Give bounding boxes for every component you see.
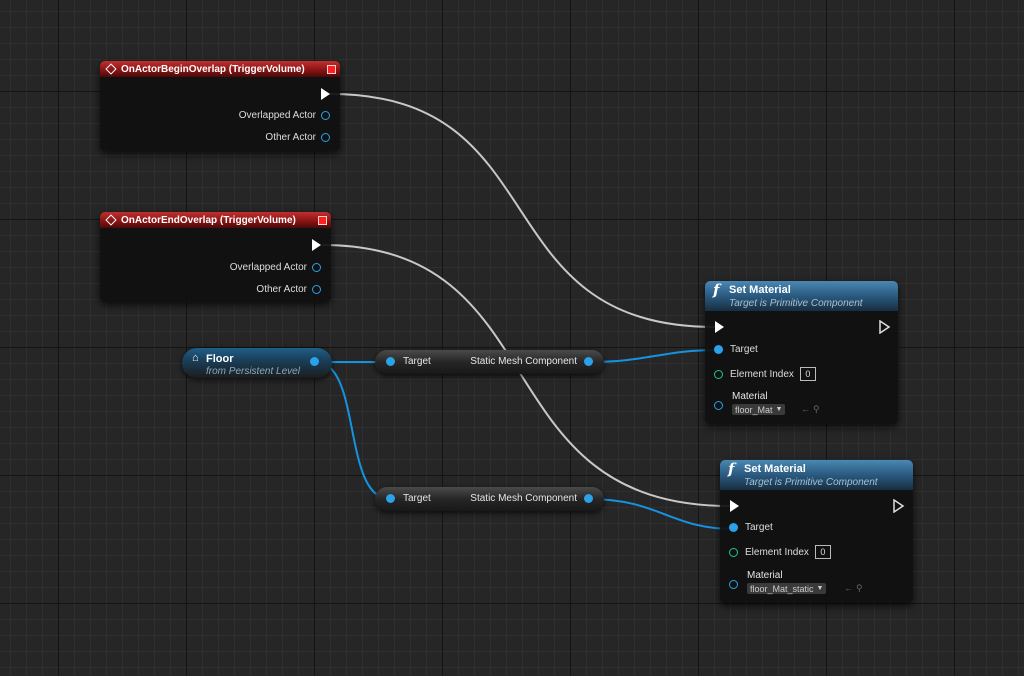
pin-label: Target [730, 344, 758, 355]
browse-asset-icon[interactable]: ⚲ [856, 583, 863, 593]
element-index-input[interactable]: 0 [814, 545, 831, 559]
chevron-down-icon: ▼ [775, 406, 783, 413]
object-pin-icon[interactable] [312, 263, 321, 272]
event-node-begin-overlap[interactable]: OnActorBeginOverlap (TriggerVolume) Over… [100, 61, 340, 151]
output-pin-other-actor[interactable]: Other Actor [265, 132, 330, 143]
object-pin-icon[interactable] [321, 111, 330, 120]
exec-output-pin[interactable] [321, 88, 330, 100]
function-node-header[interactable]: f Set Material Target is Primitive Compo… [720, 460, 913, 490]
function-title: Set Material [744, 463, 806, 475]
pin-label: Element Index [745, 546, 809, 558]
function-icon: f [713, 281, 720, 299]
material-asset-dropdown[interactable]: floor_Mat_static ▼ [747, 583, 827, 594]
event-title: OnActorEndOverlap (TriggerVolume) [121, 214, 296, 226]
target-input-row[interactable]: Target [729, 522, 773, 533]
pin-label: Element Index [730, 368, 794, 380]
exec-wire-begin [329, 93, 716, 328]
object-wire-floor-to-get2 [315, 361, 391, 500]
event-node-end-overlap[interactable]: OnActorEndOverlap (TriggerVolume) Overla… [100, 212, 331, 302]
function-subtitle: Target is Primitive Component [729, 298, 863, 309]
integer-pin-icon[interactable] [729, 547, 738, 557]
target-label: Target [403, 356, 431, 367]
material-value: floor_Mat [735, 404, 773, 415]
target-input-pin[interactable] [386, 494, 395, 503]
object-wire-get2-to-set2 [587, 498, 735, 530]
target-input-row[interactable]: Target [714, 344, 758, 355]
set-material-node-1[interactable]: f Set Material Target is Primitive Compo… [705, 281, 898, 424]
chevron-down-icon: ▼ [816, 585, 824, 592]
use-selected-asset-icon[interactable]: ← [844, 583, 853, 593]
exec-output-pin[interactable] [879, 320, 891, 334]
actor-reference-icon: ⌂ [192, 352, 199, 364]
browse-asset-icon[interactable]: ⚲ [813, 404, 820, 414]
variable-subtitle: from Persistent Level [206, 366, 300, 377]
output-label: Static Mesh Component [470, 356, 577, 367]
material-asset-dropdown[interactable]: floor_Mat ▼ [732, 404, 786, 415]
function-icon: f [728, 460, 735, 478]
get-static-mesh-component-node-1[interactable]: Target Static Mesh Component [375, 350, 604, 374]
element-index-input-row[interactable]: Element Index 0 [729, 545, 831, 559]
delegate-pin-icon[interactable] [318, 215, 327, 225]
event-node-header[interactable]: OnActorBeginOverlap (TriggerVolume) [100, 61, 340, 77]
output-pin-other-actor[interactable]: Other Actor [256, 284, 321, 295]
static-mesh-output-pin[interactable] [584, 357, 593, 366]
output-pin-overlapped-actor[interactable]: Overlapped Actor [230, 262, 321, 273]
pin-label: Other Actor [256, 284, 307, 295]
exec-output-pin[interactable] [893, 499, 905, 513]
event-node-header[interactable]: OnActorEndOverlap (TriggerVolume) [100, 212, 331, 228]
exec-input-pin[interactable] [730, 500, 739, 512]
object-pin-icon[interactable] [714, 401, 723, 410]
function-title: Set Material [729, 284, 791, 296]
pin-label: Overlapped Actor [229, 262, 307, 273]
use-selected-asset-icon[interactable]: ← [801, 404, 810, 414]
static-mesh-output-pin[interactable] [584, 494, 593, 503]
object-pin-icon[interactable] [321, 133, 330, 142]
event-icon [105, 214, 117, 226]
object-pin-icon[interactable] [312, 285, 321, 294]
object-pin-icon[interactable] [714, 345, 723, 354]
set-material-node-2[interactable]: f Set Material Target is Primitive Compo… [720, 460, 913, 603]
pin-label: Material [732, 391, 768, 402]
exec-output-pin[interactable] [312, 239, 321, 251]
output-label: Static Mesh Component [470, 493, 577, 504]
output-pin-overlapped-actor[interactable]: Overlapped Actor [239, 110, 330, 121]
function-subtitle: Target is Primitive Component [744, 477, 878, 488]
material-value: floor_Mat_static [750, 583, 814, 594]
pin-label: Overlapped Actor [238, 110, 316, 121]
integer-pin-icon[interactable] [714, 369, 723, 379]
element-index-input-row[interactable]: Element Index 0 [714, 367, 816, 381]
variable-node-floor[interactable]: ⌂ Floor from Persistent Level [182, 348, 332, 378]
object-wire-get1-to-set1 [587, 349, 720, 363]
target-label: Target [403, 493, 431, 504]
pin-label: Material [747, 570, 783, 581]
pin-label: Other Actor [265, 132, 316, 143]
event-title: OnActorBeginOverlap (TriggerVolume) [121, 63, 305, 75]
exec-wire-end [321, 244, 731, 507]
object-output-pin[interactable] [310, 357, 319, 366]
variable-name: Floor [206, 353, 234, 365]
event-icon [105, 63, 117, 75]
element-index-input[interactable]: 0 [799, 367, 816, 381]
exec-input-pin[interactable] [715, 321, 724, 333]
pin-label: Target [745, 522, 773, 533]
object-pin-icon[interactable] [729, 580, 738, 589]
function-node-header[interactable]: f Set Material Target is Primitive Compo… [705, 281, 898, 311]
get-static-mesh-component-node-2[interactable]: Target Static Mesh Component [375, 487, 604, 511]
target-input-pin[interactable] [386, 357, 395, 366]
delegate-pin-icon[interactable] [327, 64, 336, 74]
object-pin-icon[interactable] [729, 523, 738, 532]
